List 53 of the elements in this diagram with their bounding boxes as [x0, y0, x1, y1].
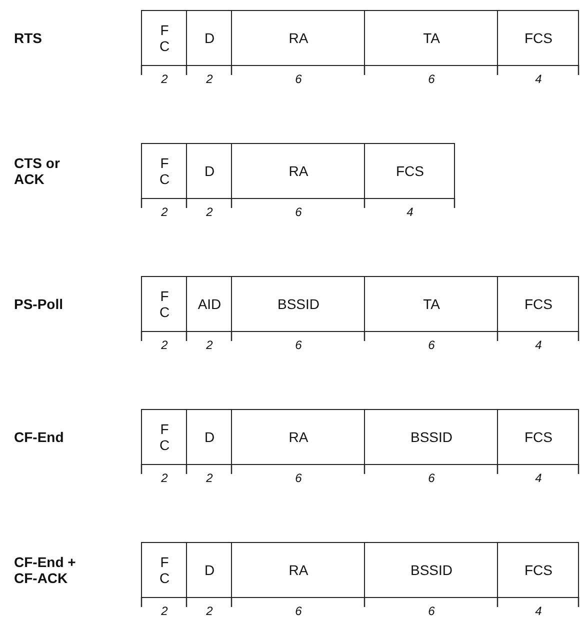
field-name: D: [204, 429, 215, 445]
field-size: 6: [427, 470, 436, 486]
field-size: 4: [534, 603, 543, 619]
field-name: FCS: [524, 562, 552, 578]
field-name: F C: [158, 421, 171, 453]
field-name: RA: [288, 429, 308, 445]
field-name: TA: [423, 30, 440, 46]
field-name: F C: [158, 288, 171, 320]
field-name: F C: [158, 554, 171, 586]
field-name: D: [204, 562, 215, 578]
field-size: 2: [160, 337, 169, 353]
frame-type-label: CF-End: [14, 429, 65, 445]
field-name: TA: [423, 296, 440, 312]
field-name: RA: [288, 30, 308, 46]
field-size: 2: [160, 603, 169, 619]
field-name: FCS: [396, 163, 424, 179]
field-name: F C: [158, 155, 171, 187]
field-size: 6: [294, 71, 303, 87]
frame-type-label: CF-End + CF-ACK: [14, 554, 77, 586]
field-size: 4: [534, 470, 543, 486]
field-name: FCS: [524, 296, 552, 312]
field-size: 2: [205, 603, 214, 619]
field-name: BSSID: [410, 429, 452, 445]
frame-type-label: PS-Poll: [14, 296, 64, 312]
field-size: 6: [294, 337, 303, 353]
field-size: 4: [534, 71, 543, 87]
field-size: 2: [160, 470, 169, 486]
frame-type-label: CTS or ACK: [14, 155, 61, 187]
field-size: 6: [427, 71, 436, 87]
field-name: FCS: [524, 429, 552, 445]
field-name: AID: [198, 296, 222, 312]
field-size: 2: [205, 337, 214, 353]
field-size: 6: [427, 337, 436, 353]
field-name: BSSID: [277, 296, 320, 312]
field-size: 6: [294, 204, 303, 220]
field-size: 2: [160, 204, 169, 220]
field-name: BSSID: [410, 562, 452, 578]
field-size: 4: [534, 337, 543, 353]
field-name: D: [204, 30, 215, 46]
field-name: FCS: [524, 30, 552, 46]
field-name: RA: [288, 163, 308, 179]
field-name: RA: [288, 562, 308, 578]
field-size: 6: [294, 603, 303, 619]
field-size: 2: [205, 204, 214, 220]
field-size: 2: [160, 71, 169, 87]
field-size: 6: [427, 603, 436, 619]
frame-type-label: RTS: [14, 30, 43, 46]
field-size: 6: [294, 470, 303, 486]
field-name: D: [204, 163, 215, 179]
field-name: F C: [158, 22, 171, 54]
field-size: 2: [205, 470, 214, 486]
field-size: 4: [406, 204, 414, 220]
field-size: 2: [205, 71, 214, 87]
